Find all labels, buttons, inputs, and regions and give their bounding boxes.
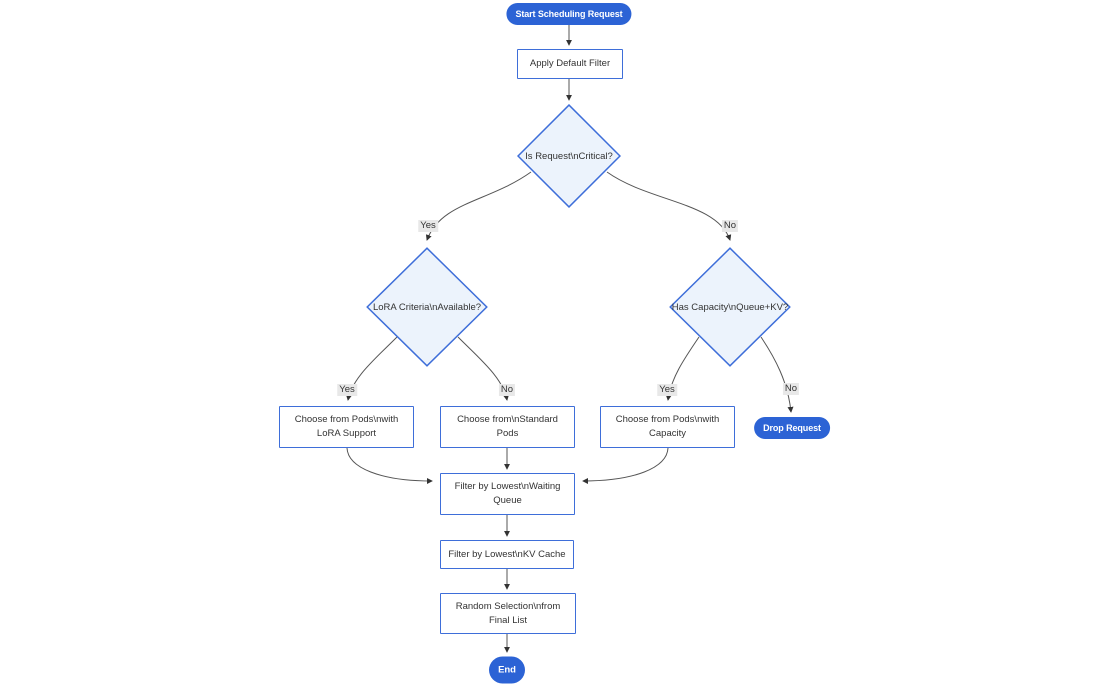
node-filter-lowest-waiting-queue: Filter by Lowest\nWaiting Queue xyxy=(440,473,575,515)
node-label: Has Capacity\nQueue+KV? xyxy=(671,301,789,313)
node-choose-standard-pods: Choose from\nStandard Pods xyxy=(440,406,575,448)
edge-capacity-no-to-drop xyxy=(760,336,794,413)
node-label-line: Queue xyxy=(493,495,522,506)
node-label-line: Choose from\nStandard xyxy=(457,414,558,425)
node-drop-request: Drop Request xyxy=(754,417,830,439)
node-label-line: Filter by Lowest\nWaiting xyxy=(454,481,561,492)
node-has-capacity-queue-kv: Has Capacity\nQueue+KV? xyxy=(669,247,791,367)
edge-critical-yes-to-lora xyxy=(425,171,532,241)
node-filter-lowest-kv-cache: Filter by Lowest\nKV Cache xyxy=(440,540,574,569)
edge-choose-lora-to-filter-queue xyxy=(346,447,433,484)
node-lora-criteria-available: LoRA Criteria\nAvailable? xyxy=(366,247,488,367)
node-label-line: LoRA Support xyxy=(316,428,377,439)
node-label-line: Final List xyxy=(488,614,527,626)
edge-label-capacity-yes: Yes xyxy=(657,384,677,396)
node-random-selection: Random Selection\nfrom Final List xyxy=(440,593,576,634)
node-apply-default-filter: Apply Default Filter xyxy=(517,49,623,79)
diamond-shape xyxy=(366,247,488,367)
node-label: LoRA Criteria\nAvailable? xyxy=(372,301,482,313)
node-label-line: Capacity xyxy=(649,428,686,439)
edge-label-critical-yes: Yes xyxy=(418,220,438,232)
diamond-shape xyxy=(669,247,791,367)
node-label: Is Request\nCritical? xyxy=(525,150,613,162)
edge-label-lora-yes: Yes xyxy=(337,384,357,396)
node-label: Filter by Lowest\nKV Cache xyxy=(448,548,566,560)
edge-label-capacity-no: No xyxy=(782,383,800,395)
edge-label-lora-no: No xyxy=(498,384,516,396)
edge-choose-capacity-to-filter-queue xyxy=(582,447,669,484)
node-is-request-critical: Is Request\nCritical? xyxy=(517,104,621,208)
edge-critical-no-to-capacity xyxy=(606,171,732,241)
node-choose-pods-capacity: Choose from Pods\nwith Capacity xyxy=(600,406,735,448)
node-label: Apply Default Filter xyxy=(529,58,611,69)
edge-label-critical-no: No xyxy=(721,220,739,232)
node-label-line: Pods xyxy=(496,428,519,439)
node-label-line: Choose from Pods\nwith xyxy=(615,414,720,425)
node-choose-pods-lora: Choose from Pods\nwith LoRA Support xyxy=(279,406,414,448)
node-end: End xyxy=(489,656,525,684)
diamond-shape xyxy=(517,104,621,208)
node-start: Start Scheduling Request xyxy=(506,3,632,25)
node-label-line: Choose from Pods\nwith xyxy=(294,414,399,425)
node-label-line: Random Selection\nfrom xyxy=(455,600,561,612)
